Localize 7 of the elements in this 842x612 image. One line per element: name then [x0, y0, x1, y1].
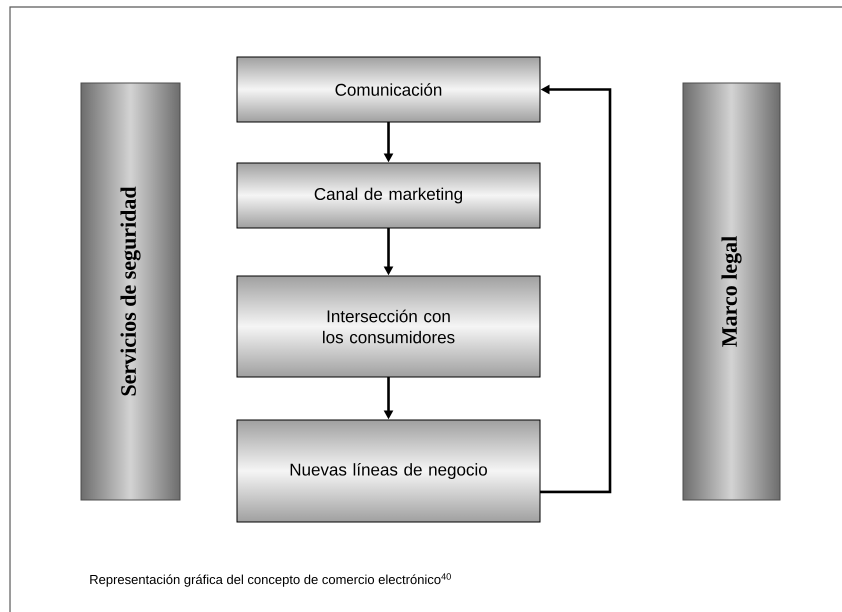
- process-box: Intersección con los consumidores: [236, 275, 540, 378]
- side-bar: Servicios de seguridad: [80, 82, 180, 500]
- process-box: Nuevas líneas de negocio: [236, 419, 540, 522]
- caption: Representación gráfica del concepto de comercio electrónico$^{40}$: [90, 573, 451, 587]
- process-box: Comunicación: [236, 56, 540, 122]
- process-box: Canal de marketing: [236, 162, 540, 228]
- side-bar: Marco legal: [682, 82, 780, 500]
